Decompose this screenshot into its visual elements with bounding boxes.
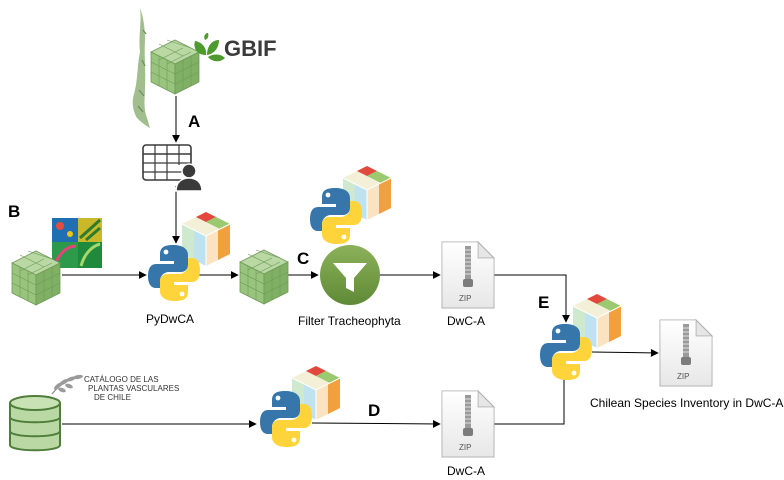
data-cube-icon	[11, 250, 61, 306]
zip-badge: ZIP	[459, 294, 471, 303]
data-cube-icon	[150, 39, 200, 95]
gbif-wordmark: GBIF	[224, 36, 277, 61]
zip-badge: ZIP	[677, 372, 689, 381]
dwca-bottom-label: DwC-A	[447, 464, 485, 478]
leaf-icon	[194, 33, 225, 62]
zip-file-icon: ZIP	[659, 319, 713, 387]
dwca-top-label: DwC-A	[447, 314, 485, 328]
data-cube-icon	[239, 249, 289, 305]
stage-a-label: A	[188, 112, 200, 131]
zip-file-icon: ZIP	[441, 390, 495, 458]
stage-c-label: C	[297, 249, 309, 268]
catalog-line-3: DE CHILE	[94, 393, 131, 402]
chilean-inventory-label: Chilean Species Inventory in DwC-A	[590, 396, 783, 410]
funnel-icon	[320, 245, 380, 305]
stage-b-label: B	[8, 202, 20, 221]
photo-collage-icon	[52, 218, 102, 268]
table-user-icon	[142, 144, 203, 192]
stage-e-label: E	[538, 293, 549, 312]
database-icon	[9, 395, 61, 452]
filter-tracheophyta-label: Filter Tracheophyta	[298, 314, 401, 328]
catalog-line-2: PLANTAS VASCULARES	[88, 384, 179, 393]
fern-icon	[51, 374, 83, 395]
zip-badge: ZIP	[459, 443, 471, 452]
gbif-logo: GBIF	[194, 33, 277, 62]
pydwca-label: PyDwCA	[146, 312, 194, 326]
zip-file-icon: ZIP	[441, 241, 495, 309]
stage-d-label: D	[368, 401, 380, 420]
tools-cube-icon	[181, 211, 231, 267]
catalog-line-1: CATÁLOGO DE LAS	[84, 375, 159, 384]
connectors	[62, 96, 659, 428]
chile-map-icon	[132, 8, 150, 128]
